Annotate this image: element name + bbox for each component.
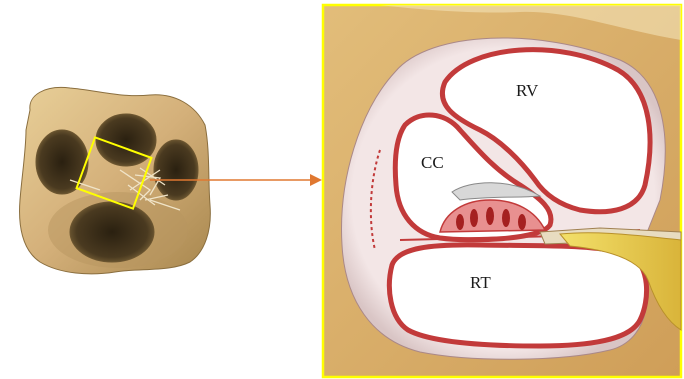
canal-hole-upper-left: [36, 130, 88, 194]
scala-tympani: [389, 245, 646, 346]
label-cochlear-canal: CC: [421, 153, 444, 173]
canal-hole-lower: [70, 202, 154, 262]
cochlear-duct-illustration: [323, 5, 681, 377]
label-scala-vestibuli: RV: [516, 81, 538, 101]
arrow-head: [310, 174, 322, 186]
canal-hole-upper-right: [154, 140, 198, 200]
label-scala-tympani: RT: [470, 273, 491, 293]
